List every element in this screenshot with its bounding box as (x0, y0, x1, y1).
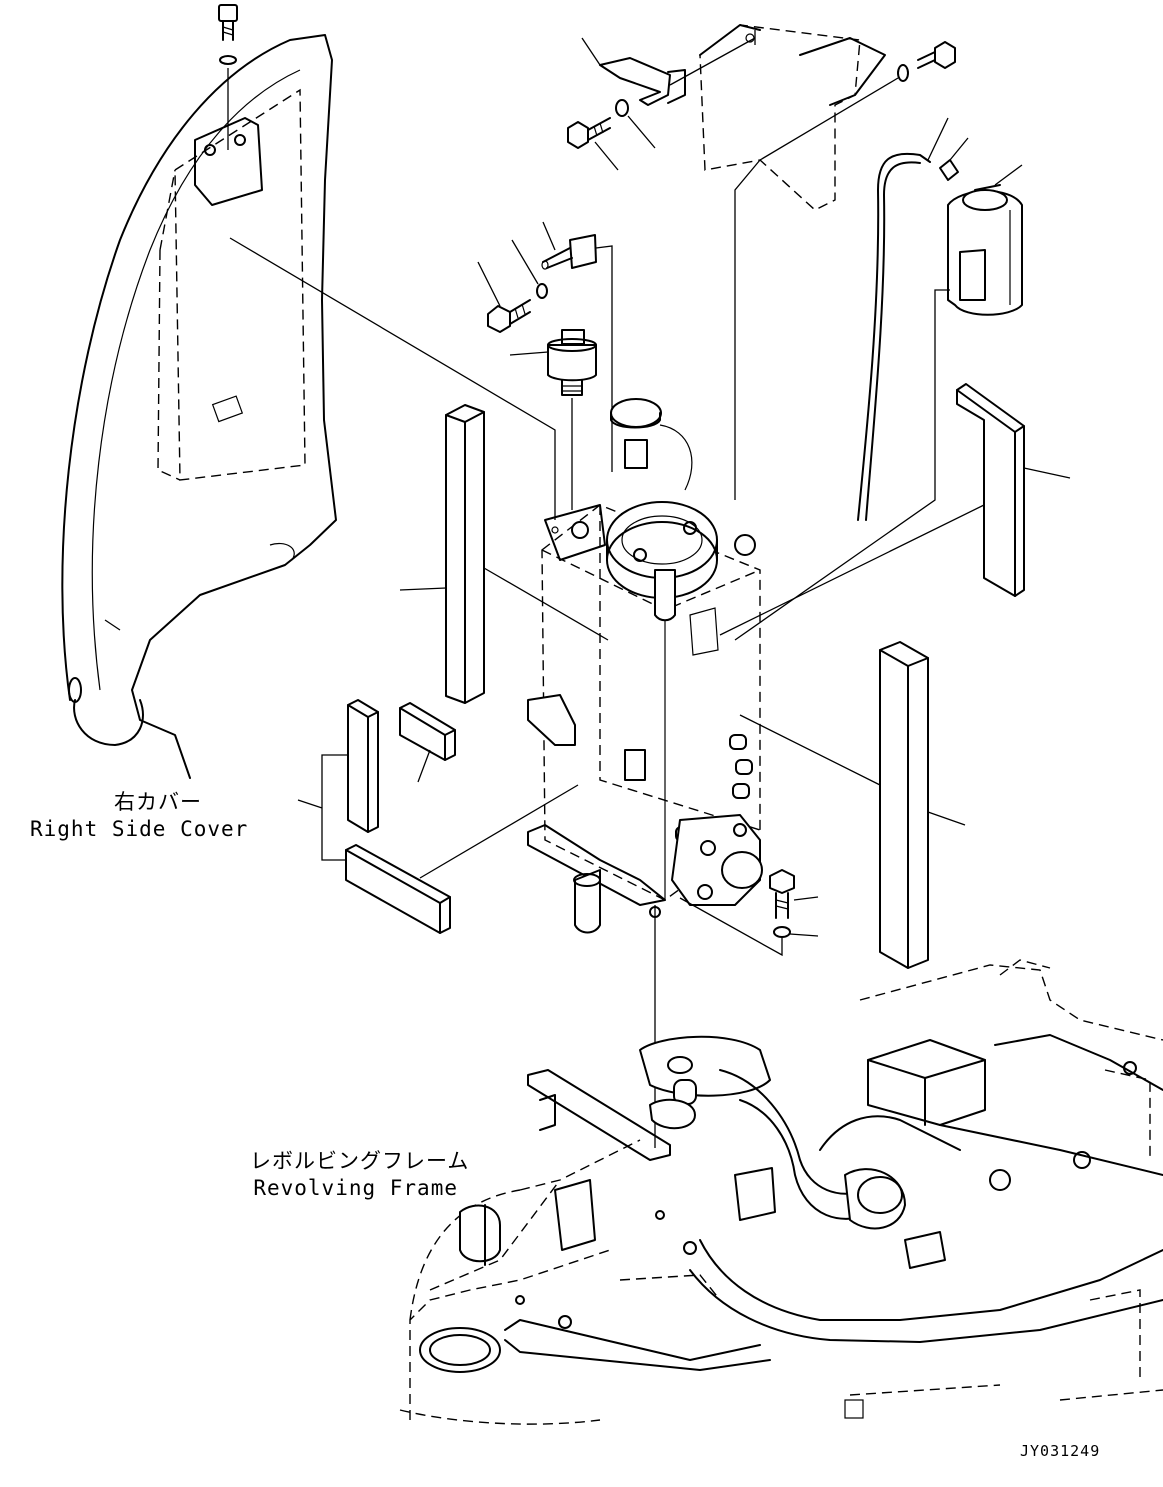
tank-body (527, 504, 761, 906)
suction-port-flange (671, 814, 763, 906)
drawing-code: JY031249 (1020, 1442, 1101, 1460)
filter-cap (610, 398, 693, 491)
foam-pad-flat (345, 784, 579, 934)
foam-pad-l-shape (719, 383, 1071, 636)
revolving-frame-label: レボルビングフレーム Revolving Frame (250, 1148, 470, 1202)
top-right-washer (897, 64, 909, 82)
pressure-switch (509, 329, 597, 510)
foam-pad-tall-left (399, 404, 609, 704)
foam-pad-bracket-leader (297, 754, 348, 861)
revolving-frame-label-jp: レボルビングフレーム (250, 1149, 470, 1173)
foam-pad-tall-right (739, 641, 966, 969)
tank-drain-pipe (573, 869, 601, 934)
bracket-bolt (567, 117, 619, 171)
stud-washer (536, 283, 548, 299)
cover-washer (219, 55, 237, 65)
bracket-washer (615, 99, 629, 117)
mount-bolt (477, 261, 531, 333)
tank-fittings (624, 607, 753, 842)
tank-top-cap (606, 501, 756, 622)
revolving-frame (399, 959, 1163, 1425)
stud-pin (541, 221, 613, 472)
tank-washer (773, 926, 791, 938)
hose-clamp (939, 137, 969, 181)
cover-bolt (218, 4, 238, 41)
top-right-bolt (917, 41, 956, 69)
upper-bracket-plate (699, 24, 886, 211)
foam-pad-small-a (347, 699, 379, 833)
right-side-cover-label-jp: 右カバー (114, 790, 202, 814)
breather-hose (857, 117, 949, 521)
small-bracket (581, 37, 686, 106)
reservoir-tank (734, 164, 1023, 641)
right-side-cover-label-en: Right Side Cover (30, 817, 249, 841)
right-side-cover-label: 右カバー Right Side Cover (30, 789, 249, 843)
right-side-cover-panel (61, 34, 337, 779)
foam-pad-small-b (399, 702, 456, 783)
revolving-frame-label-en: Revolving Frame (253, 1176, 458, 1200)
tank-bolt (769, 869, 819, 919)
